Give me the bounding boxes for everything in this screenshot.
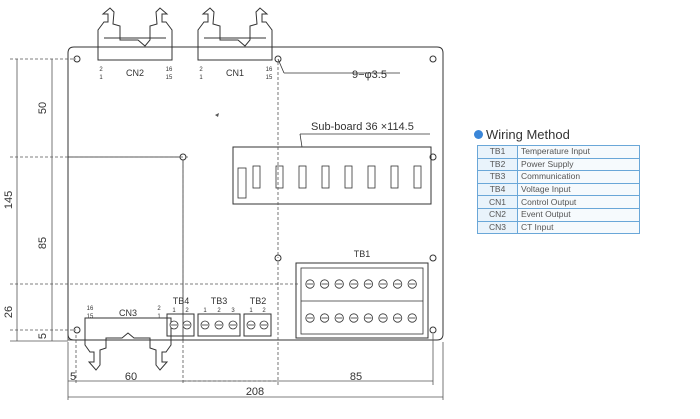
tb1-label: TB1 — [354, 249, 371, 259]
tb4-pin-label: 2 — [185, 308, 189, 314]
wiring-code-cell: TB2 — [477, 157, 518, 172]
cn3-pin-label: 16 — [87, 306, 94, 312]
wiring-description-cell: Voltage Input — [517, 182, 640, 197]
small-terminal-screws — [169, 320, 269, 330]
tb4-terminal-block — [166, 313, 195, 337]
tb2-pin-label: 1 — [249, 308, 253, 314]
tb1-screws — [305, 279, 417, 323]
cn1-pin-label: 15 — [266, 75, 273, 81]
tb2-terminal-block — [243, 313, 272, 337]
cn3-pin-label: 1 — [157, 314, 161, 320]
cn2-connector — [97, 7, 173, 61]
dim-5-horizontal: 5 — [70, 371, 76, 383]
dim-208: 208 — [246, 386, 264, 398]
cn1-connector — [197, 7, 273, 61]
wiring-description-cell: Temperature Input — [517, 145, 640, 159]
wiring-description-cell: Event Output — [517, 207, 640, 222]
center-mark — [215, 113, 219, 117]
dim-145: 145 — [3, 191, 15, 209]
holes-annotation: 9−φ3.5 — [352, 69, 387, 81]
tb4-label: TB4 — [173, 296, 190, 306]
tb1-terminal-block — [295, 262, 429, 339]
tb4-pin-label: 1 — [172, 308, 176, 314]
cn2-label: CN2 — [126, 68, 144, 78]
board-outline — [67, 46, 444, 341]
mounting-hole — [73, 326, 81, 334]
cn1-pin-label: 1 — [199, 75, 203, 81]
tb3-terminal-block — [197, 313, 241, 337]
dim-50: 50 — [37, 102, 49, 114]
dim-85-horizontal: 85 — [350, 371, 362, 383]
dim-85-vertical: 85 — [37, 237, 49, 249]
cn3-connector — [84, 317, 172, 371]
dim-5-vertical: 5 — [37, 333, 49, 339]
cn3-pin-label: 15 — [87, 314, 94, 320]
cn1-pin-label: 16 — [266, 67, 273, 73]
wiring-code-cell: CN3 — [477, 220, 518, 235]
mounting-hole — [429, 55, 437, 63]
dim-60: 60 — [125, 371, 137, 383]
legend-bullet-icon — [474, 130, 483, 139]
tb3-label: TB3 — [211, 296, 228, 306]
cn2-pin-label: 16 — [166, 67, 173, 73]
cn3-label: CN3 — [119, 308, 137, 318]
mounting-holes — [73, 55, 437, 334]
sub-board — [232, 146, 432, 205]
tb3-pin-label: 3 — [231, 308, 235, 314]
wiring-code-cell: TB3 — [477, 170, 518, 184]
cn2-pin-label: 15 — [166, 75, 173, 81]
mounting-hole — [429, 254, 437, 262]
cn1-pin-label: 2 — [199, 67, 203, 73]
cn2-pin-label: 2 — [99, 67, 103, 73]
wiring-description-cell: Control Output — [517, 195, 640, 209]
wiring-method-title-text: Wiring Method — [486, 127, 570, 142]
dim-26: 26 — [3, 306, 15, 318]
cn2-pin-label: 1 — [99, 75, 103, 81]
wiring-code-cell: CN2 — [477, 207, 518, 222]
mounting-hole — [429, 326, 437, 334]
tb3-pin-label: 2 — [217, 308, 221, 314]
sub-board-connector — [237, 167, 247, 199]
subboard-annotation: Sub-board 36 ×114.5 — [311, 121, 414, 133]
wiring-description-cell: CT Input — [517, 220, 640, 235]
tb2-pin-label: 2 — [262, 308, 266, 314]
dimension-lines — [10, 58, 444, 400]
wiring-method-title: Wiring Method — [474, 127, 570, 142]
tb3-pin-label: 1 — [203, 308, 207, 314]
wiring-description-cell: Power Supply — [517, 157, 640, 172]
cn1-label: CN1 — [226, 68, 244, 78]
wiring-code-cell: TB1 — [477, 145, 518, 159]
mounting-hole — [73, 55, 81, 63]
wiring-code-cell: TB4 — [477, 182, 518, 197]
wiring-description-cell: Communication — [517, 170, 640, 184]
tb2-label: TB2 — [250, 296, 267, 306]
cn3-pin-label: 2 — [157, 306, 161, 312]
wiring-code-cell: CN1 — [477, 195, 518, 209]
